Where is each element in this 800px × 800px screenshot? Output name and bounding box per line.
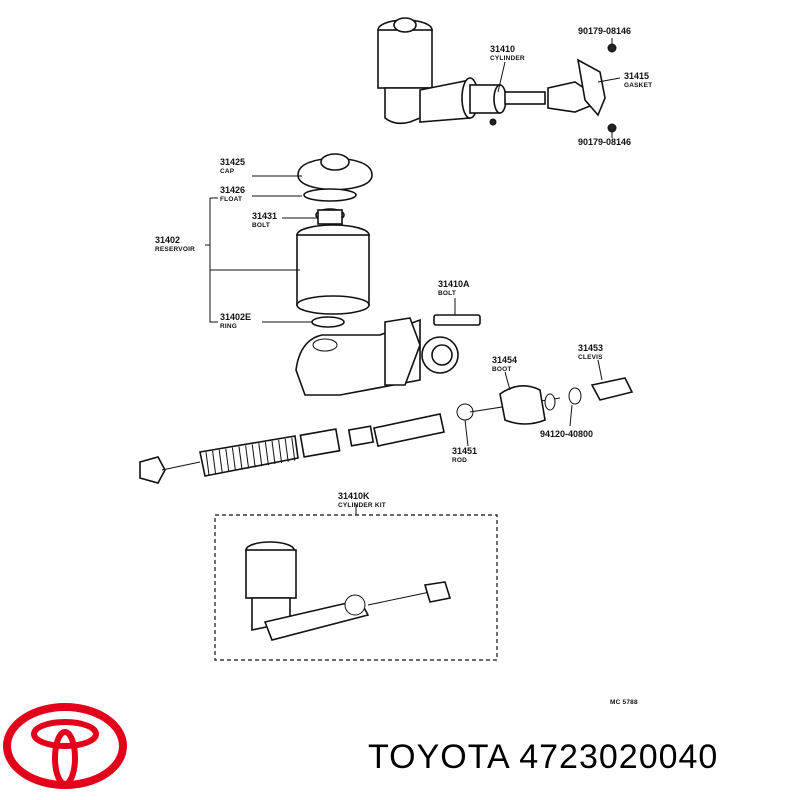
spring-coil	[245, 445, 250, 469]
spring-coil	[231, 447, 236, 471]
label-31410A-desc: BOLT	[438, 290, 456, 297]
label-31454-desc: BOOT	[492, 366, 512, 373]
spring-coil	[238, 446, 243, 470]
toyota-logo-icon	[3, 703, 127, 789]
leader-lines	[205, 38, 621, 515]
piston-rod-drawing	[139, 377, 634, 484]
label-31451-num: 31451	[452, 446, 477, 456]
label-31426-num: 31426	[220, 185, 245, 195]
label-31453-desc: CLEVIS	[578, 354, 603, 361]
spring-coil	[264, 442, 269, 466]
spring-coil	[212, 450, 217, 474]
spring-coil	[284, 438, 289, 462]
label-31431-num: 31431	[252, 211, 277, 221]
brand-name: TOYOTA	[368, 738, 509, 776]
label-31410A-num: 31410A	[438, 279, 470, 289]
part-number: 4723020040	[519, 738, 719, 776]
label-31402E-num: 31402E	[220, 312, 251, 322]
label-31410K-num: 31410K	[338, 491, 370, 501]
label-31425-desc: CAP	[220, 168, 235, 175]
brand-caption: TOYOTA 4723020040	[368, 738, 718, 777]
label-31415-num: 31415	[624, 71, 649, 81]
diagram-code: MC 5788	[610, 699, 638, 706]
label-31402-desc: RESERVOIR	[155, 246, 195, 253]
label-31453-num: 31453	[578, 343, 603, 353]
label-31402-num: 31402	[155, 235, 180, 245]
label-31426-desc: FLOAT	[220, 196, 242, 203]
spring-coil	[271, 440, 276, 465]
spring-coil	[218, 449, 223, 473]
reservoir-exploded-drawing	[296, 153, 373, 328]
label-31425-num: 31425	[220, 157, 245, 167]
assembled-cylinder-drawing	[377, 17, 617, 133]
spring-coil	[225, 448, 230, 472]
spring-coil	[258, 443, 263, 467]
label-31410K-desc: CYLINDER KIT	[338, 502, 386, 509]
spring-coil	[278, 439, 283, 463]
label-31410-desc: CYLINDER	[490, 55, 525, 62]
label-31454-num: 31454	[492, 355, 517, 365]
label-31402E-desc: RING	[220, 323, 237, 330]
label-90179-08146-bottom: 90179-08146	[578, 137, 631, 147]
spring-coil	[291, 437, 296, 461]
label-31451-desc: ROD	[452, 457, 467, 464]
cylinder-kit-box	[214, 514, 498, 661]
spring-coil	[251, 444, 256, 468]
label-31410-num: 31410	[490, 44, 515, 54]
label-90179-08146-top: 90179-08146	[578, 26, 631, 36]
cylinder-body-drawing	[295, 314, 481, 396]
label-94120-40800: 94120-40800	[540, 429, 593, 439]
spring-coil	[205, 451, 210, 476]
label-31415-desc: GASKET	[624, 82, 652, 89]
label-31431-desc: BOLT	[252, 222, 270, 229]
